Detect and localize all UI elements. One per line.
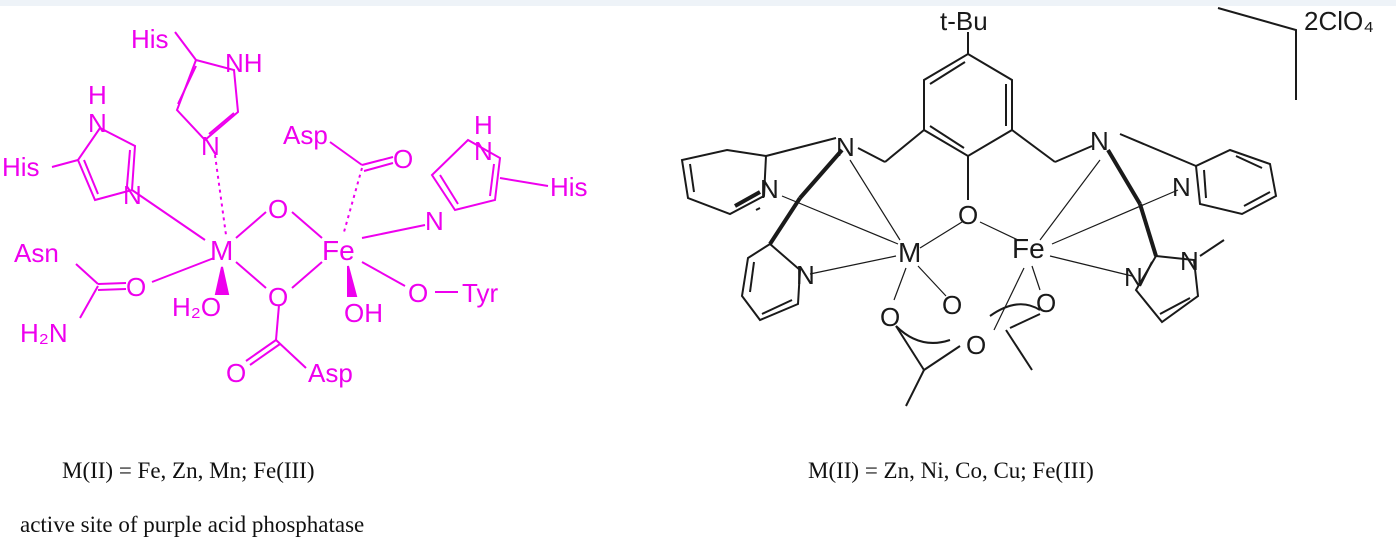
pyridine-left-upper — [680, 137, 837, 216]
label-his-top: His — [131, 24, 169, 54]
asp-top-carboxylate — [329, 141, 394, 233]
label-n-left: N — [123, 180, 142, 210]
asp-bottom-carboxylate — [245, 304, 307, 369]
label-h2o: H₂O — [172, 292, 221, 322]
synthetic-complex — [680, 7, 1297, 407]
phenol-ring — [884, 32, 1056, 200]
label-n-right: N — [425, 206, 444, 236]
label-his-right: His — [550, 172, 588, 202]
wedge-m-h2o — [214, 266, 230, 295]
bond-ch2-n-right — [1054, 145, 1093, 163]
left-note: active site of purple acid phosphatase — [20, 512, 365, 537]
label-n-top: N — [201, 131, 220, 161]
label-h-right: H — [474, 110, 493, 140]
label-o-ac4: O — [1036, 288, 1056, 318]
label-m-right: M — [898, 237, 921, 268]
charge-bracket — [1217, 7, 1297, 100]
n-methylimidazole — [1106, 148, 1225, 324]
right-imidazole — [361, 138, 549, 239]
pap-active-site — [51, 31, 549, 369]
dashed-bond-n-m — [214, 154, 227, 236]
acetate-bridges — [895, 303, 1041, 407]
label-o-bridge-top: O — [268, 194, 288, 224]
label-o-tyr: O — [408, 278, 428, 308]
label-oh: OH — [344, 298, 383, 328]
mu-oxo-bridge — [235, 211, 323, 289]
label-h-left: H — [88, 80, 107, 110]
label-n-im: N — [1124, 262, 1143, 292]
top-imidazole — [174, 31, 240, 142]
label-o-ac3: O — [966, 330, 986, 360]
label-o-phenoxo: O — [958, 200, 978, 230]
label-o-ac2: O — [942, 290, 962, 320]
label-o-asp-top: O — [393, 144, 413, 174]
label-n-right-ring: N — [474, 136, 493, 166]
label-fe: Fe — [322, 235, 355, 266]
label-nh-top: NH — [225, 48, 263, 78]
label-o-ac1: O — [880, 302, 900, 332]
label-asp-bottom: Asp — [308, 358, 353, 388]
label-tyr: Tyr — [462, 278, 498, 308]
pyridine-right — [1119, 133, 1278, 216]
label-fe-right: Fe — [1012, 233, 1045, 264]
label-h2n: H₂N — [20, 318, 68, 348]
coordination-bonds — [781, 159, 1179, 331]
left-imidazole — [51, 126, 206, 241]
label-counterion: 2ClO₄ — [1304, 6, 1374, 36]
pap-labels: His NH N H N His N Asp O H N His N O M F… — [2, 24, 588, 388]
label-his-left: His — [2, 152, 40, 182]
label-n-me: N — [1180, 246, 1199, 276]
pyridine-left-lower — [740, 148, 844, 322]
label-n-left-ring: N — [88, 108, 107, 138]
label-o-bridge-bottom: O — [268, 282, 288, 312]
label-n-amine-right: N — [1090, 126, 1109, 156]
label-tbu: t-Bu — [940, 6, 988, 36]
label-o-asn: O — [126, 272, 146, 302]
complex-labels: t-Bu 2ClO₄ N N N N N O M Fe N N O O O O — [760, 6, 1374, 360]
label-o-asp-bottom: O — [226, 358, 246, 388]
label-n-amine-left: N — [836, 132, 855, 162]
label-m: M — [210, 235, 233, 266]
bond-fe-o-tyr — [361, 261, 406, 287]
label-asp-top: Asp — [283, 120, 328, 150]
label-asn: Asn — [14, 238, 59, 268]
wedge-fe-oh — [347, 265, 358, 297]
right-caption: M(II) = Zn, Ni, Co, Cu; Fe(III) — [808, 458, 1094, 483]
bond-ch2-n-left — [857, 147, 886, 163]
left-caption: M(II) = Fe, Zn, Mn; Fe(III) — [62, 458, 315, 483]
label-n-py3: N — [1172, 172, 1191, 202]
top-strip — [0, 0, 1396, 6]
label-n-py2: N — [796, 260, 815, 290]
label-n-py1: N — [760, 174, 779, 204]
asn-carboxamide — [75, 257, 215, 319]
